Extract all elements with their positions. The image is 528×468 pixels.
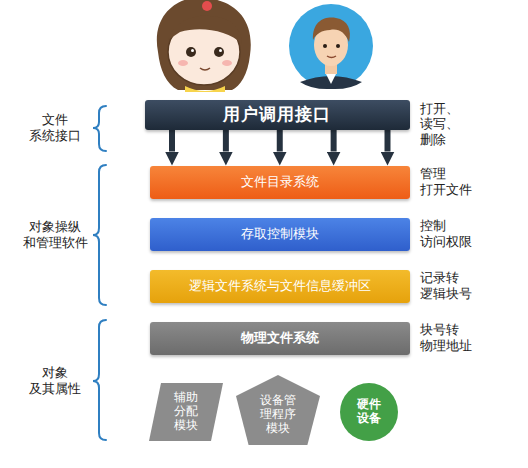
module-parallelogram: 辅助 分配 模块 <box>149 383 223 441</box>
annotation: 块号转 物理地址 <box>420 322 472 353</box>
module-box: 物理文件系统 <box>150 322 410 355</box>
flow-arrow <box>169 130 175 152</box>
brace <box>93 320 106 440</box>
layer-label: 对象操纵 和管理软件 <box>23 219 88 252</box>
module-box: 存取控制模块 <box>150 218 410 251</box>
node-text: 存取控制模块 <box>241 227 319 242</box>
interface-banner: 用户调用接口 <box>145 100 410 130</box>
node-text: 设备管 理程序 模块 <box>260 394 296 435</box>
module-pentagon: 设备管 理程序 模块 <box>236 375 320 445</box>
boy-avatar <box>289 4 373 89</box>
node-text: 文件目录系统 <box>241 175 319 190</box>
layer-label: 文件 系统接口 <box>29 112 81 145</box>
annotation: 打开、 读写、删除 <box>420 101 459 148</box>
device-circle: 硬件 设备 <box>340 383 398 441</box>
module-box: 逻辑文件系统与文件信息缓冲区 <box>150 270 410 303</box>
node-text: 物理文件系统 <box>241 331 319 346</box>
flow-arrow <box>385 130 391 152</box>
module-box: 文件目录系统 <box>150 166 410 199</box>
flow-arrow <box>277 130 283 152</box>
brace <box>93 165 106 305</box>
annotation: 记录转 逻辑块号 <box>420 270 472 301</box>
node-text: 逻辑文件系统与文件信息缓冲区 <box>189 279 371 294</box>
brace <box>93 106 106 151</box>
flow-arrow <box>331 130 337 152</box>
flow-arrow <box>223 130 229 152</box>
node-text: 用户调用接口 <box>223 105 331 125</box>
node-text: 辅助 分配 模块 <box>174 391 198 432</box>
layer-label: 对象 及其属性 <box>29 365 81 398</box>
girl-avatar <box>157 0 251 92</box>
annotation: 管理 打开文件 <box>420 166 472 197</box>
node-text: 硬件 设备 <box>357 398 381 426</box>
annotation: 控制 访问权限 <box>420 218 472 249</box>
